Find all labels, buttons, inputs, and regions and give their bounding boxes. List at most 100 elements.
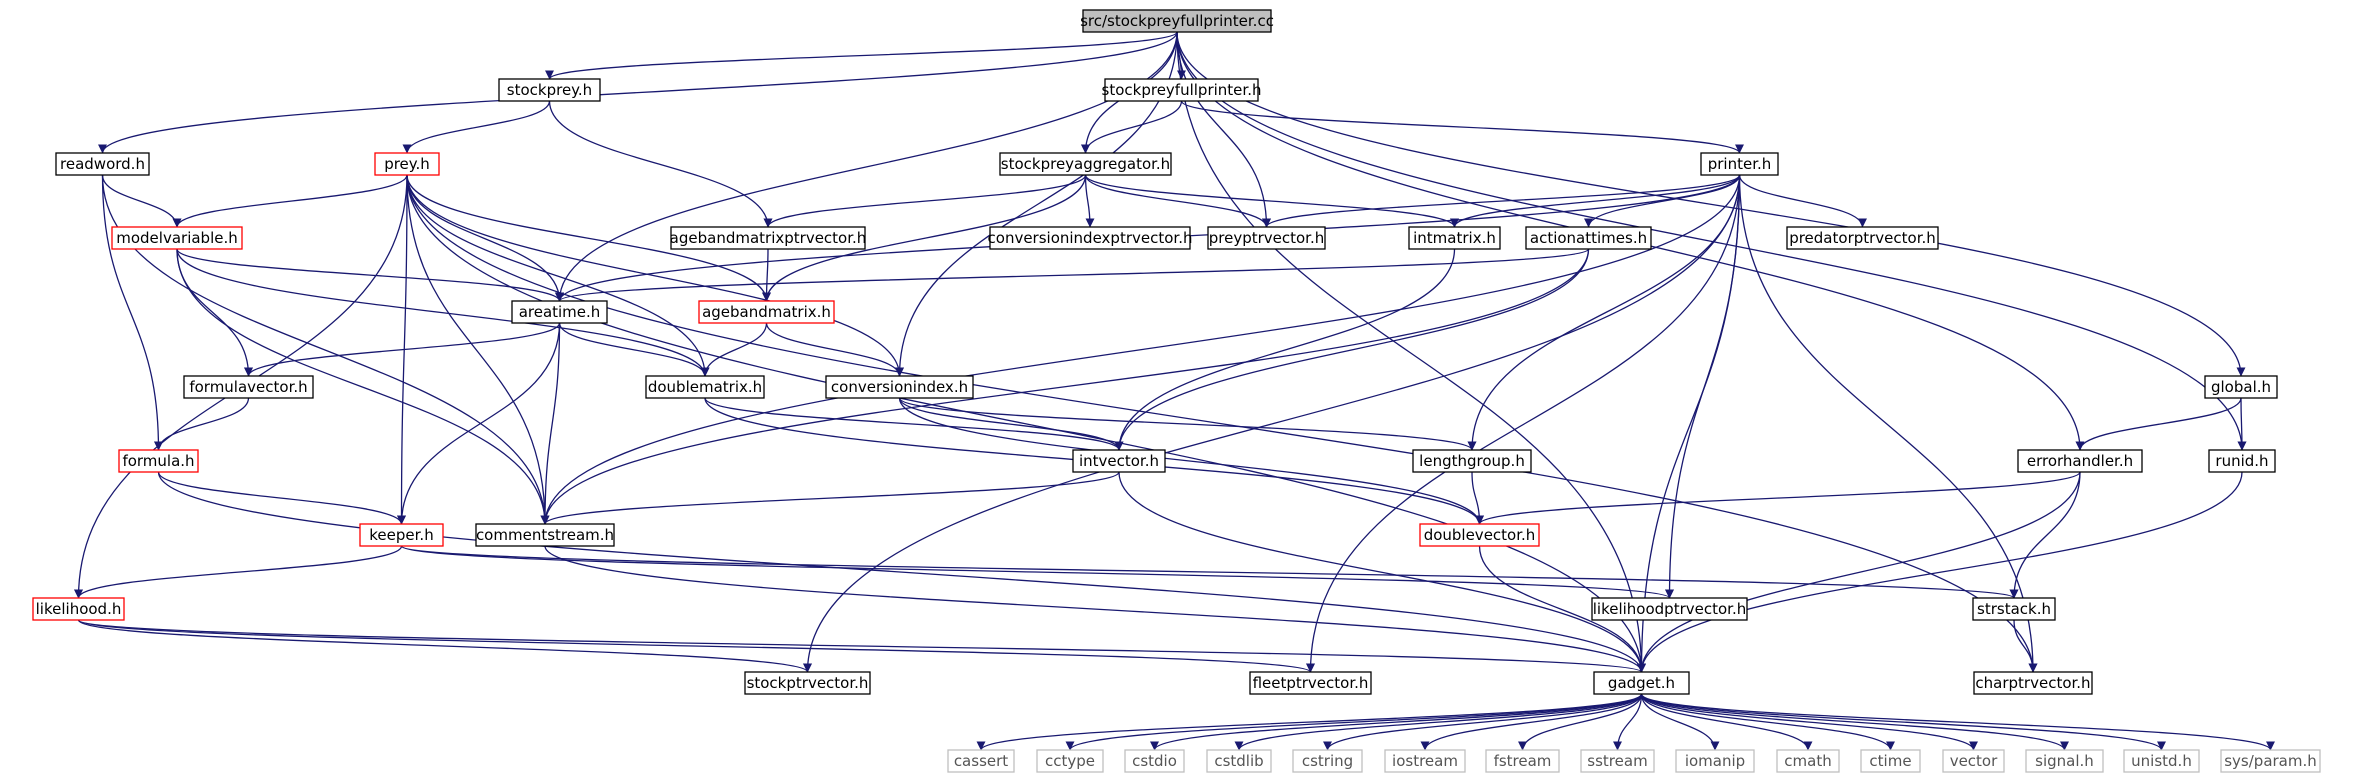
node-global-h[interactable]: global.h (2204, 375, 2278, 399)
node-label: gadget.h (1608, 674, 1675, 692)
node-box (2123, 749, 2200, 773)
node-strstack-h[interactable]: strstack.h (1972, 597, 2056, 621)
node-label: areatime.h (519, 303, 601, 321)
node-likelihood-h[interactable]: likelihood.h (32, 597, 125, 621)
node-box (2220, 749, 2321, 773)
node-likelihoodptrvector-h[interactable]: likelihoodptrvector.h (1591, 597, 1748, 621)
node-box (32, 597, 125, 621)
edge-keeper_h-to-strstack_h (400, 545, 2018, 599)
node-stockptrvector-h[interactable]: stockptrvector.h (744, 671, 871, 695)
node-predatorptrvector-h[interactable]: predatorptrvector.h (1786, 226, 1939, 250)
edge-errorhandler_h-to-gadget_h (1637, 471, 2081, 673)
node-commentstream-h[interactable]: commentstream.h (475, 523, 615, 547)
edge-likelihood_h-to-fleetptrvector_h (77, 619, 1315, 673)
node-box (1292, 749, 1363, 773)
edge-formula_h-to-gadget_h (157, 471, 1646, 673)
node-box (1591, 597, 1748, 621)
node-readword-h[interactable]: readword.h (55, 152, 150, 176)
node-agebandmatrix-h[interactable]: agebandmatrix.h (698, 300, 835, 324)
node-label: src/stockpreyfullprinter.cc (1080, 12, 1274, 30)
node-signal-h: signal.h (2025, 749, 2104, 773)
node-preyptrvector-h[interactable]: preyptrvector.h (1207, 226, 1326, 250)
node-box (359, 523, 444, 547)
edge-stockpreyfullprinter_h-to-stockpreyaggregator_h (1081, 100, 1183, 154)
node-label: strstack.h (1977, 600, 2051, 618)
node-label: preyptrvector.h (1209, 229, 1325, 247)
node-label: charptrvector.h (1975, 674, 2090, 692)
node-gadget-h[interactable]: gadget.h (1593, 671, 1690, 695)
node-label: stockptrvector.h (747, 674, 869, 692)
node-intmatrix-h[interactable]: intmatrix.h (1408, 226, 1501, 250)
edge-stockpreyaggregator_h-to-agebandmatrix_h (762, 174, 1087, 302)
node-formulavector-h[interactable]: formulavector.h (183, 375, 314, 399)
node-root[interactable]: src/stockpreyfullprinter.cc (1080, 9, 1274, 33)
node-actionattimes-h[interactable]: actionattimes.h (1525, 226, 1652, 250)
node-errorhandler-h[interactable]: errorhandler.h (2017, 449, 2143, 473)
edge-global_h-to-errorhandler_h (2075, 397, 2242, 451)
node-stockpreyfullprinter-h[interactable]: stockpreyfullprinter.h (1102, 78, 1262, 102)
node-box (1408, 226, 1501, 250)
node-runid-h[interactable]: runid.h (2208, 449, 2276, 473)
node-cassert: cassert (947, 749, 1015, 773)
edge-intmatrix_h-to-intvector_h (1114, 248, 1456, 451)
node-box (183, 375, 314, 399)
edge-keeper_h-to-likelihood_h (74, 545, 403, 599)
node-box (1593, 671, 1690, 695)
node-charptrvector-h[interactable]: charptrvector.h (1973, 671, 2093, 695)
node-doublevector-h[interactable]: doublevector.h (1419, 523, 1540, 547)
edge-prey_h-to-modelvariable_h (172, 174, 408, 228)
node-fleetptrvector-h[interactable]: fleetptrvector.h (1249, 671, 1372, 695)
node-label: conversionindexptrvector.h (988, 229, 1193, 247)
node-box (374, 152, 440, 176)
edge-gadget_h-to-cctype (1065, 693, 1643, 751)
edge-agebandmatrix_h-to-conversionindex_h (765, 322, 904, 377)
edge-root-to-global_h (1176, 31, 2246, 377)
node-keeper-h[interactable]: keeper.h (359, 523, 444, 547)
node-formula-h[interactable]: formula.h (118, 449, 199, 473)
edge-areatime_h-to-doublematrix_h (558, 322, 710, 377)
node-intvector-h[interactable]: intvector.h (1072, 449, 1166, 473)
edge-actionattimes_h-to-areatime_h (555, 248, 1590, 302)
node-box (698, 300, 835, 324)
node-box (1082, 9, 1272, 33)
edge-printer_h-to-predatorptrvector_h (1738, 174, 1867, 228)
node-prey-h[interactable]: prey.h (374, 152, 440, 176)
node-box (1942, 749, 2005, 773)
node-label: doublematrix.h (648, 378, 762, 396)
node-agebandmatrixptrvector-h[interactable]: agebandmatrixptrvector.h (670, 226, 867, 250)
node-stockpreyaggregator-h[interactable]: stockpreyaggregator.h (999, 152, 1172, 176)
node-box (1207, 226, 1326, 250)
node-box (645, 375, 765, 399)
edge-intvector_h-to-commentstream_h (540, 471, 1120, 525)
node-conversionindexptrvector-h[interactable]: conversionindexptrvector.h (988, 226, 1193, 250)
node-modelvariable-h[interactable]: modelvariable.h (111, 226, 243, 250)
edge-conversionindex_h-to-doublevector_h (898, 397, 1484, 525)
node-doublematrix-h[interactable]: doublematrix.h (645, 375, 765, 399)
edge-likelihood_h-to-gadget_h (77, 619, 1646, 673)
edge-actionattimes_h-to-commentstream_h (540, 248, 1590, 525)
node-label: agebandmatrix.h (702, 303, 831, 321)
edge-gadget_h-to-iomanip (1640, 693, 1720, 751)
node-label: formula.h (122, 452, 194, 470)
edge-stockpreyaggregator_h-to-intmatrix_h (1084, 174, 1459, 228)
node-lengthgroup-h[interactable]: lengthgroup.h (1412, 449, 1532, 473)
node-areatime-h[interactable]: areatime.h (511, 300, 608, 324)
node-label: ctime (1869, 752, 1911, 770)
node-printer-h[interactable]: printer.h (1700, 152, 1779, 176)
edge-modelvariable_h-to-doublematrix_h (176, 248, 710, 377)
node-box (825, 375, 974, 399)
edge-conversionindex_h-to-intvector_h (898, 397, 1124, 451)
node-box (1860, 749, 1921, 773)
node-label: cmath (1784, 752, 1831, 770)
edge-stockpreyaggregator_h-to-agebandmatrixptrvector_h (763, 174, 1087, 228)
edge-gadget_h-to-vector (1640, 693, 1978, 751)
node-label: signal.h (2035, 752, 2094, 770)
node-box (1525, 226, 1652, 250)
edge-prey_h-to-gadget_h (406, 174, 1646, 673)
node-box (1580, 749, 1655, 773)
edge-gadget_h-to-fstream (1518, 693, 1643, 751)
node-box (947, 749, 1015, 773)
node-label: fleetptrvector.h (1253, 674, 1369, 692)
node-stockprey-h[interactable]: stockprey.h (498, 78, 601, 102)
node-conversionindex-h[interactable]: conversionindex.h (825, 375, 974, 399)
